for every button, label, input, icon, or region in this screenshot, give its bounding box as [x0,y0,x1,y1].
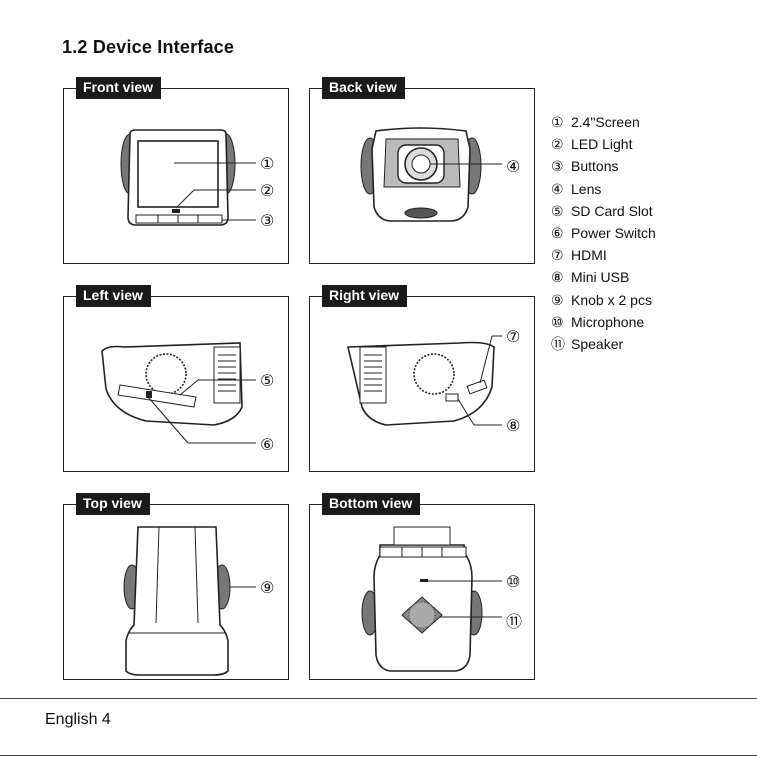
legend-number: ③ [551,155,571,177]
legend-number: ⑩ [551,311,571,333]
legend-label: Lens [571,181,601,197]
legend-number: ⑦ [551,244,571,266]
marker-3: ③ [260,211,274,231]
top-view-panel: Top view ⑨ [63,504,289,680]
marker-10: ⑩ [506,572,520,592]
top-view-drawing [64,505,290,681]
right-view-panel: Right view ⑦ ⑧ [309,296,535,472]
legend-label: Buttons [571,158,618,174]
back-view-panel: Back view ④ [309,88,535,264]
marker-2: ② [260,181,274,201]
legend-number: ④ [551,178,571,200]
legend-number: ① [551,111,571,133]
marker-5: ⑤ [260,371,274,391]
legend-number: ⑤ [551,200,571,222]
left-view-drawing [64,297,290,473]
front-view-panel: Front view ① ② ③ [63,88,289,264]
front-view-drawing [64,89,290,265]
page-footer: English 4 [45,711,111,729]
legend-number: ⑥ [551,222,571,244]
legend-number: ② [551,133,571,155]
marker-7: ⑦ [506,327,520,347]
back-view-drawing [310,89,536,265]
legend-label: LED Light [571,136,632,152]
marker-1: ① [260,154,274,174]
legend-label: SD Card Slot [571,203,653,219]
marker-8: ⑧ [506,416,520,436]
bottom-view-panel: Bottom view ⑩ ⑪ [309,504,535,680]
marker-4: ④ [506,157,520,177]
marker-11: ⑪ [506,608,522,632]
legend-label: Power Switch [571,225,656,241]
legend-number: ⑨ [551,289,571,311]
legend-label: 2.4"Screen [571,114,640,130]
left-view-panel: Left view ⑤ ⑥ [63,296,289,472]
legend-label: Speaker [571,336,623,352]
legend-label: Knob x 2 pcs [571,292,652,308]
legend-label: Microphone [571,314,644,330]
legend-label: Mini USB [571,269,629,285]
page-title: 1.2 Device Interface [62,37,234,58]
marker-6: ⑥ [260,435,274,455]
legend-number: ⑧ [551,266,571,288]
legend-number: ⑪ [551,333,571,355]
legend-label: HDMI [571,247,607,263]
marker-9: ⑨ [260,578,274,598]
footer-divider-bottom [0,755,757,756]
right-view-drawing [310,297,536,473]
bottom-view-drawing [310,505,536,681]
footer-divider-top [0,698,757,699]
